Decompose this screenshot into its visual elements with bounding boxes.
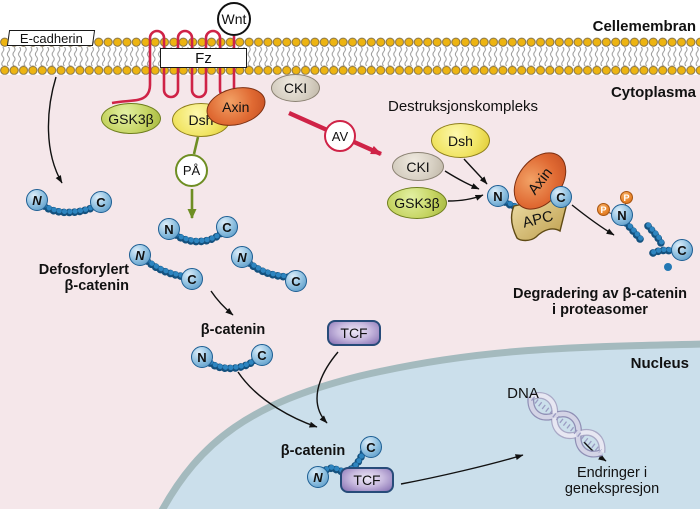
arrow-complex-to-dna: [400, 454, 524, 485]
wnt-ligand: Wnt: [217, 2, 251, 36]
c-terminus: C: [251, 344, 273, 366]
c-terminus-degraded: C: [671, 239, 693, 261]
n-terminus: N: [158, 218, 180, 240]
n-terminus-degraded: N: [611, 204, 633, 226]
arrow-to-degradation: [571, 204, 615, 236]
membrane-region-label: Cellemembran: [592, 18, 696, 35]
phosphate-icon: P: [597, 203, 610, 216]
fz-serpentine: [111, 29, 236, 105]
stray-bead: [664, 263, 672, 271]
arrow-gsk-to-chain: [447, 194, 484, 202]
gsk3b-protein: GSK3β: [101, 103, 161, 134]
n-terminus-complex: N: [487, 185, 509, 207]
gsk3b-label: GSK3β: [108, 110, 154, 127]
on-switch-label: PÅ: [182, 163, 201, 178]
on-switch: PÅ: [175, 154, 208, 187]
dna-helix-illustration: [527, 392, 606, 458]
c-terminus: C: [285, 270, 307, 292]
bcatenin-label: β-catenin: [200, 322, 266, 338]
c-terminus-complex: C: [550, 186, 572, 208]
off-switch-label: AV: [331, 128, 349, 144]
cki-label: CKI: [283, 80, 308, 96]
n-terminus: N: [191, 346, 213, 368]
n-terminus: N: [231, 246, 253, 268]
phosphate-icon: P: [620, 191, 633, 204]
arrow-dsh-to-chain: [463, 158, 488, 185]
arrow-tcf-to-nucleus: [316, 351, 339, 424]
flow-arrows: [47, 76, 615, 485]
destruction-complex-title: Destruksjonskompleks: [388, 98, 539, 115]
nucleus-region-label: Nucleus: [630, 355, 689, 372]
c-terminus: C: [90, 191, 112, 213]
arrow-ecadherin-to-bcatenin: [47, 76, 63, 184]
cytoplasm-region-label: Cytoplasma: [610, 84, 696, 101]
wnt-label: Wnt: [221, 11, 247, 27]
degradation-label: Degradering av β-catenin i proteasomer: [512, 286, 688, 319]
arrow-pool-to-label: [210, 290, 234, 316]
tcf-factor-nuclear: TCF: [340, 467, 394, 493]
dsh-label-2: Dsh: [448, 132, 473, 149]
n-terminus: N: [129, 244, 151, 266]
defosforylert-label: Defosforylert β-catenin: [38, 262, 129, 295]
nucleus-region: [158, 340, 700, 509]
e-cadherin-label: E-cadherin: [19, 30, 83, 46]
c-terminus: C: [216, 216, 238, 238]
tcf-factor: TCF: [327, 320, 381, 346]
fz-label: Fz: [195, 49, 212, 67]
c-terminus-nuclear: C: [360, 436, 382, 458]
dsh-protein-2: Dsh: [431, 123, 490, 158]
c-terminus: C: [181, 268, 203, 290]
off-switch: AV: [324, 120, 356, 152]
dna-label: DNA: [507, 385, 539, 402]
cell-membrane: [0, 37, 700, 75]
arrow-cki-to-chain: [444, 170, 480, 190]
on-arrow: [192, 136, 200, 155]
n-terminus-nuclear: N: [307, 466, 329, 488]
arrow-bcatenin-to-nucleus: [237, 371, 318, 428]
bcatenin-nuclear-label: β-catenin: [280, 443, 346, 459]
cki-label-2: CKI: [406, 158, 430, 175]
tcf-label: TCF: [340, 325, 368, 341]
n-terminus: N: [26, 189, 48, 211]
fz-receptor-box: Fz: [160, 48, 247, 68]
gsk3b-label-2: GSK3β: [394, 195, 440, 211]
e-cadherin-box: E-cadherin: [6, 30, 96, 46]
tcf-label-2: TCF: [353, 472, 381, 488]
cki-protein: CKI: [271, 74, 320, 102]
axin-label: Axin: [222, 98, 250, 115]
cki-protein-2: CKI: [392, 152, 444, 181]
apc-label: APC: [521, 208, 555, 232]
gsk3b-protein-2: GSK3β: [387, 187, 447, 219]
outcome-label: Endringer i genekspresjon: [564, 465, 660, 498]
